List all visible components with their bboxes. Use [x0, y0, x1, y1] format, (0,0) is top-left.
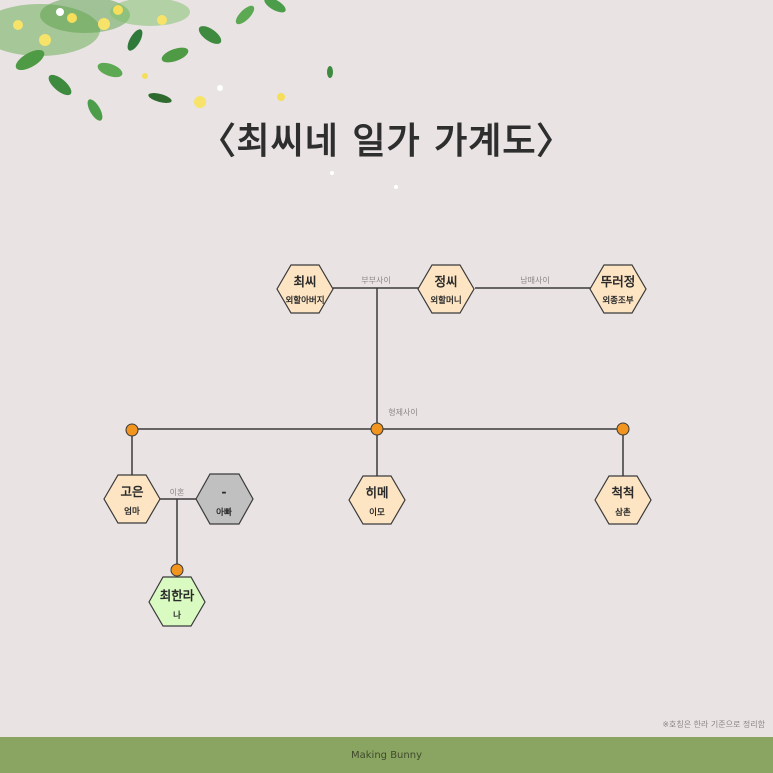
- connector-dot: [616, 422, 630, 436]
- person-name: 고은: [120, 484, 144, 499]
- person-role: 외종조부: [602, 295, 633, 306]
- person-name: 뚜러정: [601, 274, 636, 289]
- relation-spouse-label: 부부사이: [361, 275, 390, 285]
- connector-dot: [170, 563, 184, 577]
- person-uncle: 척척 삼촌: [594, 475, 652, 525]
- foliage-decoration: [0, 0, 398, 189]
- relation-grand-sibling-label: 남매사이: [520, 275, 549, 285]
- connector-dots: [125, 422, 630, 577]
- connector-lines: [131, 287, 624, 570]
- person-name: -: [221, 484, 226, 499]
- person-mother: 고은 엄마: [103, 474, 161, 524]
- person-granduncle: 뚜러정 외종조부: [589, 264, 647, 314]
- person-role: 외할아버지: [285, 295, 324, 306]
- person-role: 외할머니: [430, 295, 461, 306]
- connector-dot: [370, 422, 384, 436]
- person-self: 최한라 나: [148, 576, 206, 627]
- person-father: - 아빠: [195, 473, 254, 525]
- person-grandmother: 정씨 외할머니: [417, 264, 475, 314]
- person-name: 척척: [611, 485, 634, 500]
- person-name: 정씨: [434, 274, 457, 289]
- person-name: 히메: [365, 485, 388, 500]
- footer-credit: Making Bunny: [351, 749, 422, 761]
- person-role: 아빠: [216, 507, 232, 518]
- person-role: 삼촌: [615, 507, 631, 518]
- person-role: 이모: [369, 507, 385, 518]
- person-role: 엄마: [124, 506, 140, 517]
- footnote: ※호칭은 한라 기준으로 정리함: [662, 720, 765, 729]
- person-aunt: 히메 이모: [348, 475, 406, 525]
- person-name: 최한라: [160, 588, 195, 603]
- connector-dot: [125, 423, 139, 437]
- relation-sibling-label: 형제사이: [388, 407, 417, 417]
- person-role: 나: [173, 610, 181, 621]
- page-title: 〈최씨네 일가 가계도〉: [199, 121, 574, 162]
- person-grandfather: 최씨 외할아버지: [276, 264, 334, 314]
- person-name: 최씨: [293, 274, 316, 289]
- footer-bar: Making Bunny: [0, 737, 773, 773]
- relation-divorce-label: 이혼: [170, 487, 185, 497]
